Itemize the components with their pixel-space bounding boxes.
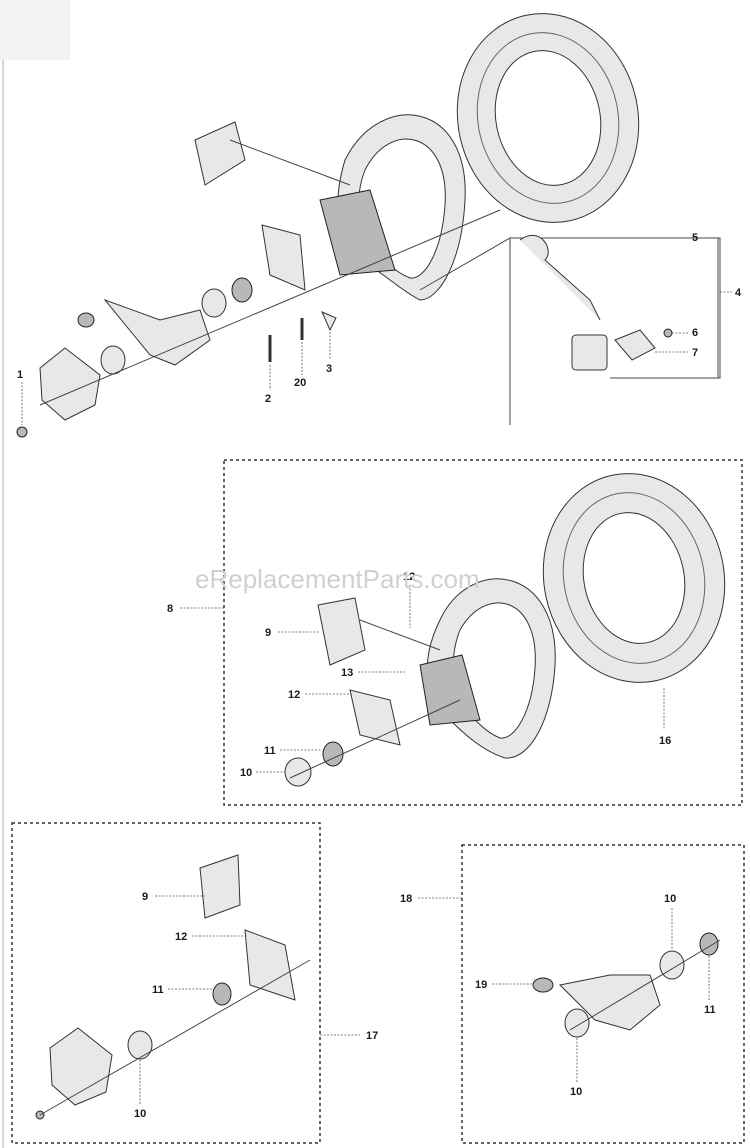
label-2: 2 [265, 393, 271, 405]
label-19: 19 [475, 979, 487, 991]
label-11-lower: 11 [152, 984, 164, 996]
label-17: 17 [366, 1030, 378, 1042]
label-10-lower-right: 10 [570, 1086, 582, 1098]
bearing-10-lower [127, 1030, 153, 1060]
label-13: 13 [341, 667, 353, 679]
axis-ignition [419, 237, 511, 291]
screw-1 [16, 426, 28, 438]
label-9-middle: 9 [265, 627, 271, 639]
front-housing-top [39, 347, 101, 421]
gasket-12-middle [349, 689, 401, 746]
label-20: 20 [294, 377, 306, 389]
label-12-middle: 12 [288, 689, 300, 701]
spring-19 [532, 977, 554, 993]
bearing-11-right [699, 932, 719, 956]
axis-middle [289, 699, 461, 779]
crankshaft-top [77, 298, 211, 375]
label-5: 5 [692, 232, 698, 244]
label-10-upper-right: 10 [664, 893, 676, 905]
label-9-lower: 9 [142, 891, 148, 903]
gasket-9-lower [199, 854, 241, 919]
top-labels: 1 2 20 3 5 4 6 7 [17, 232, 742, 425]
ignition-box-outline [509, 237, 721, 425]
lower-left-assembly [35, 854, 311, 1120]
lower-right-labels: 18 10 19 11 10 [400, 893, 716, 1098]
axis-middle-gasket [359, 619, 441, 651]
label-1: 1 [17, 369, 23, 381]
axis-lower-right [569, 939, 721, 1031]
bearing-10-middle [284, 757, 312, 787]
front-housing-lower [49, 1027, 113, 1106]
label-4: 4 [735, 287, 742, 299]
label-12-top: 12 [403, 571, 415, 583]
bearing-10-upper-right [659, 950, 685, 980]
label-11-middle: 11 [264, 745, 276, 757]
clip-3 [321, 311, 337, 332]
label-3: 3 [326, 363, 332, 375]
corner-texture [0, 0, 70, 60]
crankcase-top [319, 114, 466, 301]
label-11-right: 11 [704, 1004, 716, 1016]
label-16: 16 [659, 735, 671, 747]
crankcase-middle [419, 578, 556, 759]
middle-labels: 8 9 13 12 12 11 10 16 [167, 571, 671, 779]
gasket-9-middle [317, 597, 366, 666]
label-10-middle: 10 [240, 767, 252, 779]
lower-right-assembly [532, 932, 721, 1038]
label-8: 8 [167, 603, 173, 615]
bearing-10-lower-right [564, 1008, 590, 1038]
label-7: 7 [692, 347, 698, 359]
label-12-lower: 12 [175, 931, 187, 943]
group-box-8 [223, 459, 743, 806]
label-18: 18 [400, 893, 412, 905]
ignition-module [519, 234, 673, 371]
watermark: eReplacementParts.com [195, 564, 480, 594]
group-box-18 [461, 844, 745, 1144]
axis-top-main [39, 209, 501, 406]
lower-left-labels: 9 12 11 10 17 [134, 891, 378, 1120]
gasket-small-top [261, 224, 306, 291]
axis-lower-left [39, 959, 311, 1116]
bearing-11-middle [322, 741, 344, 767]
flywheel-16 [542, 473, 726, 683]
top-assembly [16, 13, 721, 438]
group-box-17 [11, 822, 321, 1144]
bearings-top [201, 277, 253, 318]
gasket-top [194, 121, 246, 186]
bearing-11-lower [212, 982, 232, 1006]
crankshaft-lower [558, 974, 661, 1031]
label-6: 6 [692, 327, 698, 339]
axis-top-gasket [229, 139, 351, 186]
gasket-12-lower [244, 929, 296, 1001]
label-10-lower: 10 [134, 1108, 146, 1120]
middle-assembly [284, 473, 726, 787]
flywheel-top [456, 13, 640, 223]
